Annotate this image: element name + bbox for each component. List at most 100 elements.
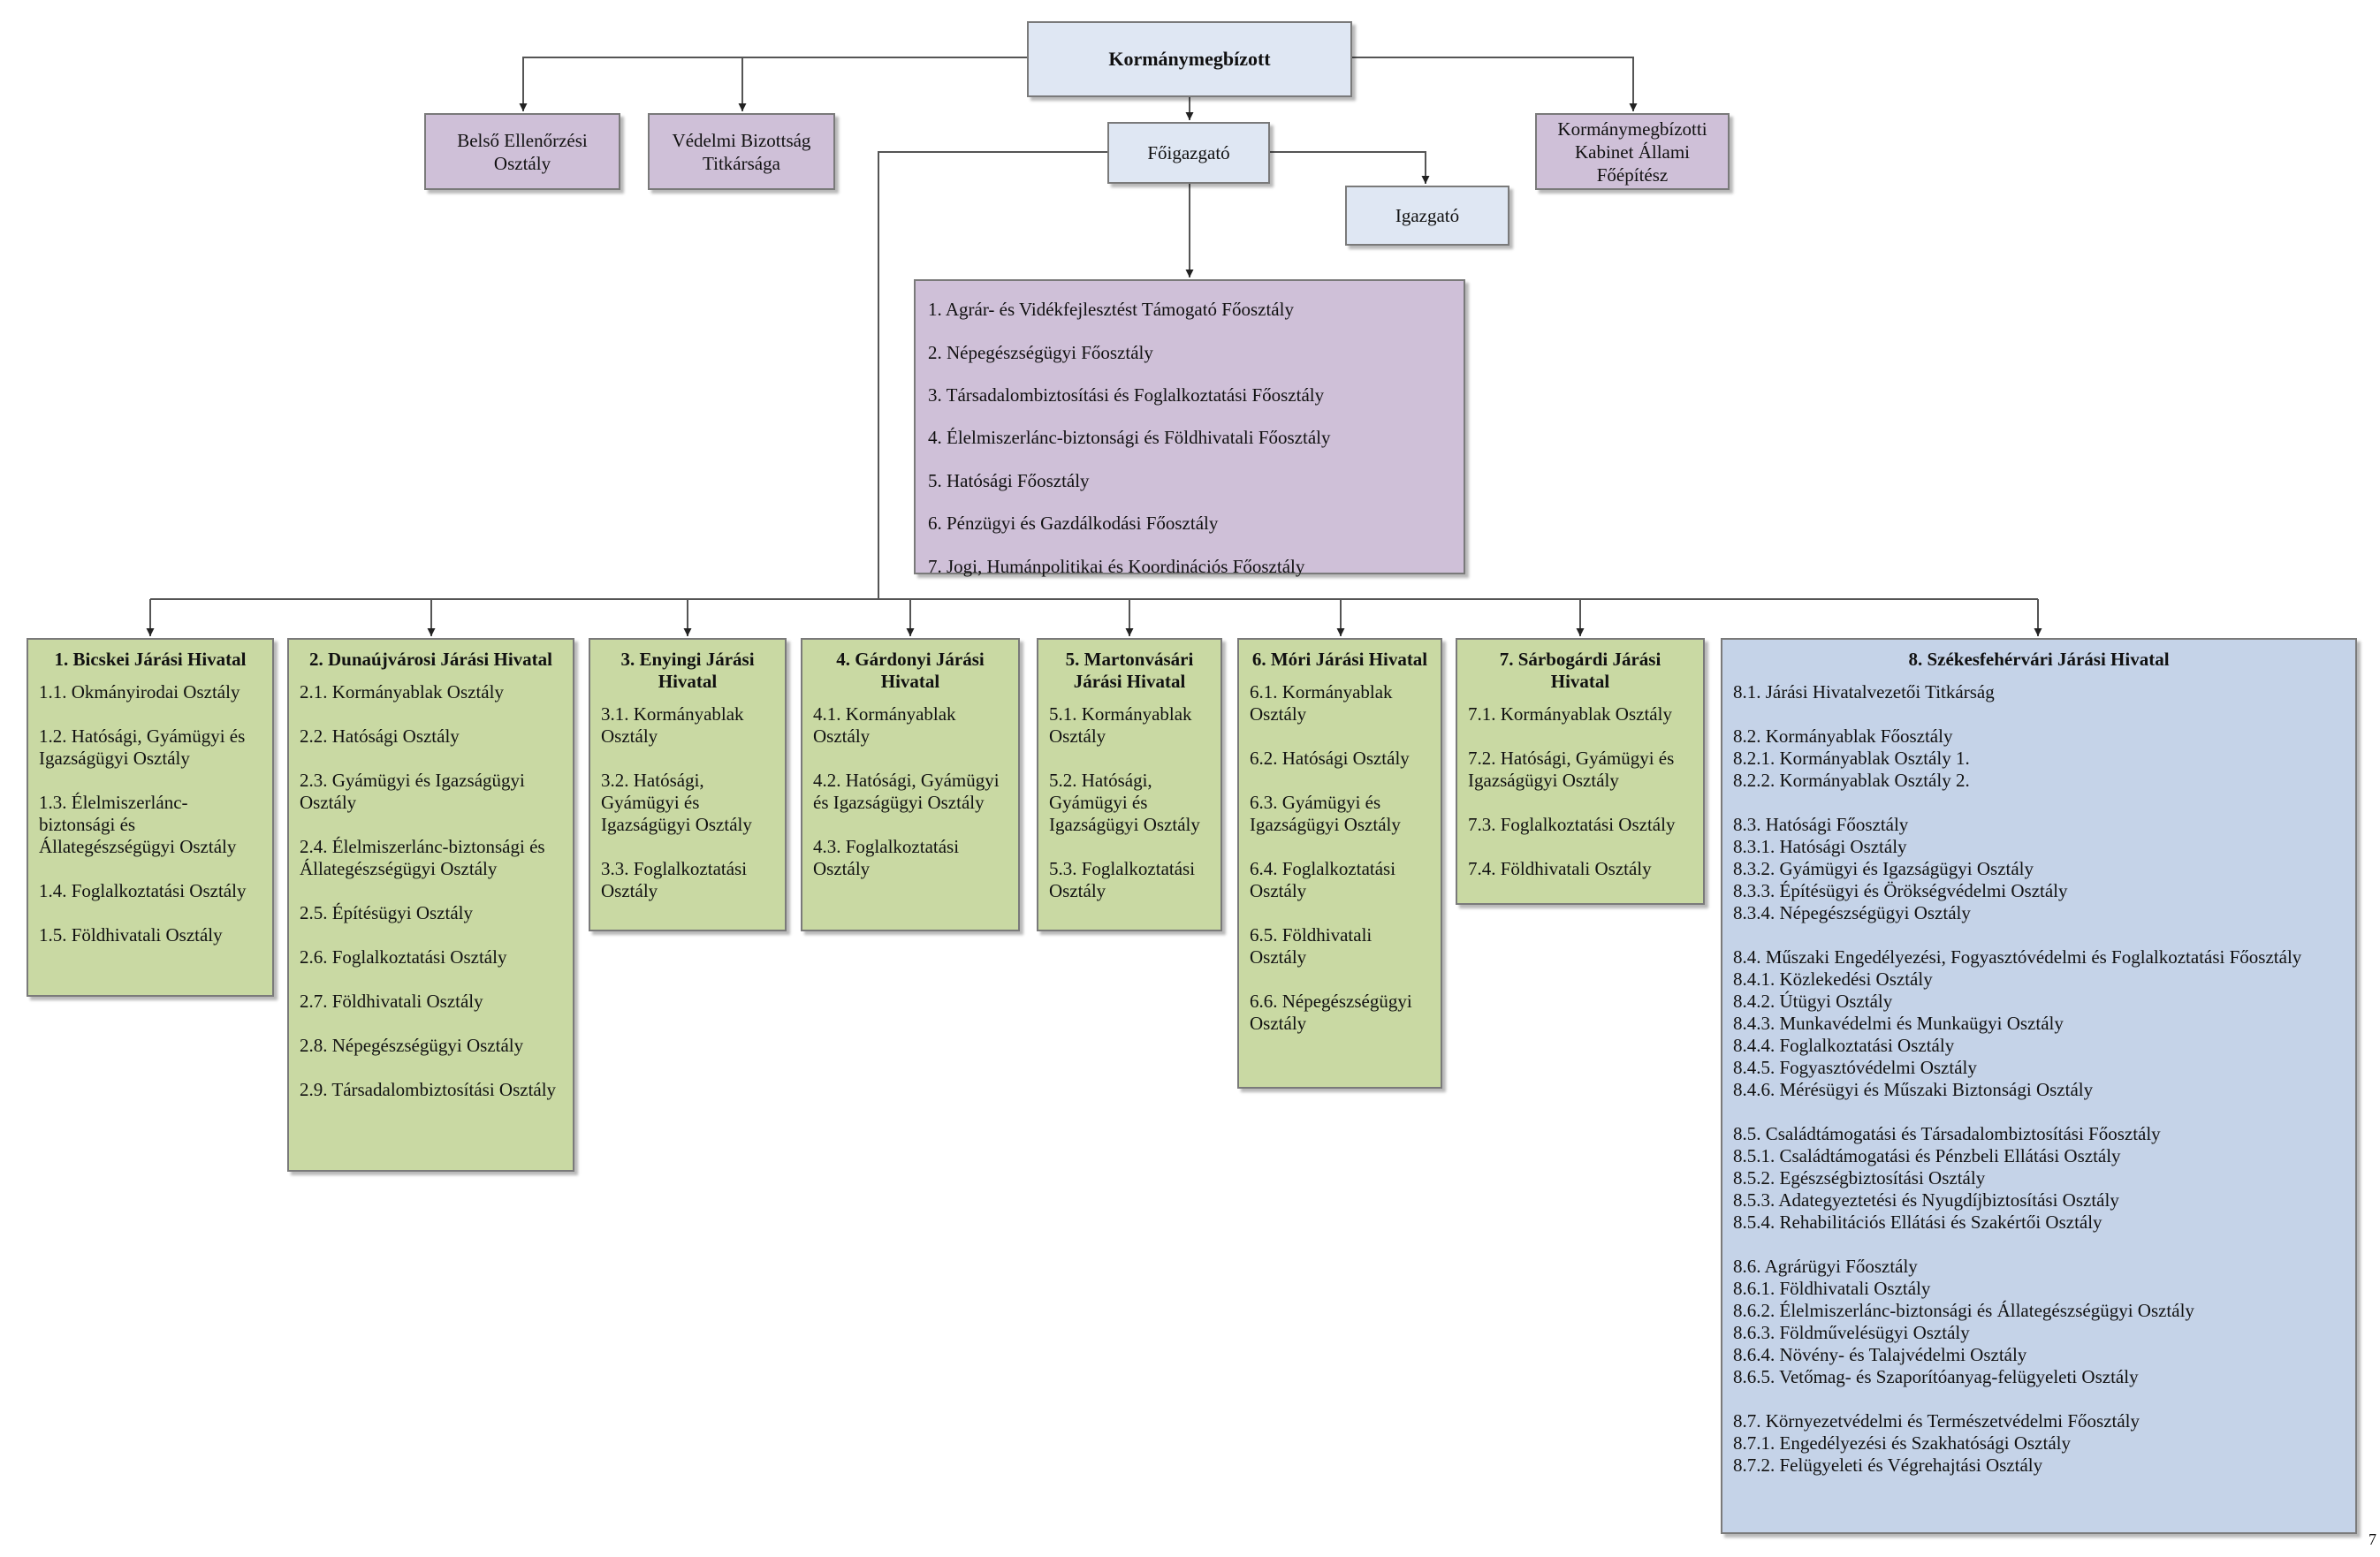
kormanymegbizott-label: Kormánymegbízott xyxy=(1108,48,1271,70)
office-unit: 4.2. Hatósági, Gyámügyi és Igazságügyi O… xyxy=(813,770,1000,813)
office-unit: 7.2. Hatósági, Gyámügyi és Igazságügyi O… xyxy=(1468,748,1675,791)
office-unit: 8.6. Agrárügyi Főosztály xyxy=(1733,1256,1918,1277)
foigazgato-box: Főigazgató xyxy=(1107,122,1270,184)
district-office-title: 6. Móri Járási Hivatal xyxy=(1251,649,1428,670)
belso-ellenorzesi-label: Belső Ellenőrzési Osztály xyxy=(457,129,588,174)
office-unit-group: 8.5. Családtámogatási és Társadalombizto… xyxy=(1733,1123,2345,1234)
office-unit: 8.6.4. Növény- és Talajvédelmi Osztály xyxy=(1733,1344,2027,1365)
office-unit: 1.5. Földhivatali Osztály xyxy=(39,924,223,946)
office-unit-group: 8.1. Járási Hivatalvezetői Titkárság xyxy=(1733,681,2345,703)
office-unit: 8.6.1. Földhivatali Osztály xyxy=(1733,1278,1931,1299)
page-number: 7 xyxy=(2369,1530,2376,1548)
office-unit: 8.2.2. Kormányablak Osztály 2. xyxy=(1733,770,1970,791)
office-unit: 5.2. Hatósági, Gyámügyi és Igazságügyi O… xyxy=(1049,770,1200,835)
office-unit: 8.5. Családtámogatási és Társadalombizto… xyxy=(1733,1123,2161,1144)
office-unit: 8.5.4. Rehabilitációs Ellátási és Szakér… xyxy=(1733,1211,2102,1233)
kabinet-box: Kormánymegbízotti Kabinet Állami Főépíté… xyxy=(1535,113,1730,190)
office-unit-group: 8.7. Környezetvédelmi és Természetvédelm… xyxy=(1733,1410,2345,1477)
office-unit: 8.4.5. Fogyasztóvédelmi Osztály xyxy=(1733,1057,1977,1078)
office-unit: 8.4.1. Közlekedési Osztály xyxy=(1733,968,1933,990)
office-unit: 8.7.2. Felügyeleti és Végrehajtási Osztá… xyxy=(1733,1454,2043,1476)
office-unit: 8.3. Hatósági Főosztály xyxy=(1733,814,1909,835)
kormanymegbizott-box: Kormánymegbízott xyxy=(1027,21,1352,97)
office-unit: 6.1. Kormányablak Osztály xyxy=(1250,681,1393,725)
office-unit: 8.5.3. Adategyeztetési és Nyugdíjbiztosí… xyxy=(1733,1189,2119,1211)
district-office-4: 4. Gárdonyi Járási Hivatal 4.1. Kormánya… xyxy=(801,638,1020,931)
district-office-title: 7. Sárbogárdi Járási Hivatal xyxy=(1499,649,1661,692)
district-office-5: 5. Martonvásári Járási Hivatal 5.1. Korm… xyxy=(1037,638,1222,931)
main-department-item: 1. Agrár- és Vidékfejlesztést Támogató F… xyxy=(928,299,1294,321)
district-office-title: 5. Martonvásári Járási Hivatal xyxy=(1065,649,1194,692)
office-unit: 1.4. Foglalkoztatási Osztály xyxy=(39,880,247,901)
office-unit: 1.1. Okmányirodai Osztály xyxy=(39,681,240,703)
line-to-kabinet xyxy=(1352,57,1638,111)
line-to-belso xyxy=(519,57,1027,111)
igazgato-label: Igazgató xyxy=(1395,205,1460,226)
main-departments-box: 1. Agrár- és Vidékfejlesztést Támogató F… xyxy=(914,279,1465,577)
office-unit: 6.3. Gyámügyi és Igazságügyi Osztály xyxy=(1250,792,1401,835)
office-unit: 8.4.3. Munkavédelmi és Munkaügyi Osztály xyxy=(1733,1013,2064,1034)
district-office-title: 4. Gárdonyi Járási Hivatal xyxy=(836,649,985,692)
office-unit: 8.1. Járási Hivatalvezetői Titkárság xyxy=(1733,681,1995,703)
office-unit: 8.2. Kormányablak Főosztály xyxy=(1733,725,1953,747)
office-unit: 1.3. Élelmiszerlánc-biztonsági és Állate… xyxy=(39,792,237,857)
office-unit: 2.5. Építésügyi Osztály xyxy=(300,902,473,923)
office-unit: 2.6. Foglalkoztatási Osztály xyxy=(300,946,507,968)
office-unit: 7.1. Kormányablak Osztály xyxy=(1468,703,1672,725)
office-unit: 2.2. Hatósági Osztály xyxy=(300,725,460,747)
office-unit: 8.7.1. Engedélyezési és Szakhatósági Osz… xyxy=(1733,1432,2071,1454)
office-unit: 2.3. Gyámügyi és Igazságügyi Osztály xyxy=(300,770,525,813)
office-unit: 2.1. Kormányablak Osztály xyxy=(300,681,504,703)
office-unit: 3.1. Kormányablak Osztály xyxy=(601,703,744,747)
office-unit: 4.3. Foglalkoztatási Osztály xyxy=(813,836,960,879)
main-department-item: 6. Pénzügyi és Gazdálkodási Főosztály xyxy=(928,513,1219,535)
vedelmi-bizottsag-box: Védelmi Bizottság Titkársága xyxy=(648,113,835,190)
office-unit: 8.2.1. Kormányablak Osztály 1. xyxy=(1733,748,1970,769)
district-office-title: 2. Dunaújvárosi Járási Hivatal xyxy=(309,649,552,670)
office-unit-group: 8.3. Hatósági Főosztály 8.3.1. Hatósági … xyxy=(1733,814,2345,924)
office-unit: 8.3.2. Gyámügyi és Igazságügyi Osztály xyxy=(1733,858,2034,879)
district-office-1: 1. Bicskei Járási Hivatal 1.1. Okmányiro… xyxy=(27,638,274,997)
office-unit: 6.4. Foglalkoztatási Osztály xyxy=(1250,858,1396,901)
office-unit: 8.4.6. Mérésügyi és Műszaki Biztonsági O… xyxy=(1733,1079,2094,1100)
line-to-igazgato xyxy=(1270,151,1430,184)
igazgato-box: Igazgató xyxy=(1345,186,1509,246)
district-office-title: 3. Enyingi Járási Hivatal xyxy=(620,649,755,692)
foigazgato-label: Főigazgató xyxy=(1147,142,1230,163)
district-office-2: 2. Dunaújvárosi Járási Hivatal 2.1. Korm… xyxy=(287,638,574,1172)
main-department-item: 2. Népegészségügyi Főosztály xyxy=(928,341,1153,363)
office-unit: 8.3.1. Hatósági Osztály xyxy=(1733,836,1907,857)
kabinet-label: Kormánymegbízotti Kabinet Állami Főépíté… xyxy=(1557,118,1707,186)
office-unit: 3.2. Hatósági, Gyámügyi és Igazságügyi O… xyxy=(601,770,752,835)
district-office-8: 8. Székesfehérvári Járási Hivatal 8.1. J… xyxy=(1721,638,2357,1534)
office-unit-group: 8.4. Műszaki Engedélyezési, Fogyasztóvéd… xyxy=(1733,946,2345,1101)
office-unit: 8.4.4. Foglalkoztatási Osztály xyxy=(1733,1035,1955,1056)
office-unit: 8.7. Környezetvédelmi és Természetvédelm… xyxy=(1733,1410,2140,1432)
office-unit: 8.5.1. Családtámogatási és Pénzbeli Ellá… xyxy=(1733,1145,2121,1166)
office-unit: 4.1. Kormányablak Osztály xyxy=(813,703,956,747)
main-department-item: 3. Társadalombiztosítási és Foglalkoztat… xyxy=(928,384,1325,406)
district-office-7: 7. Sárbogárdi Járási Hivatal 7.1. Kormán… xyxy=(1456,638,1705,905)
district-office-6: 6. Móri Járási Hivatal 6.1. Kormányablak… xyxy=(1237,638,1442,1089)
office-unit: 8.3.4. Népegészségügyi Osztály xyxy=(1733,902,1971,923)
district-office-title: 1. Bicskei Járási Hivatal xyxy=(54,649,247,670)
office-unit: 2.8. Népegészségügyi Osztály xyxy=(300,1035,524,1056)
office-unit: 8.3.3. Építésügyi és Örökségvédelmi Oszt… xyxy=(1733,880,2068,901)
office-unit: 8.6.5. Vetőmag- és Szaporítóanyag-felügy… xyxy=(1733,1366,2139,1387)
office-unit: 6.2. Hatósági Osztály xyxy=(1250,748,1410,769)
office-unit: 3.3. Foglalkoztatási Osztály xyxy=(601,858,748,901)
office-unit-group: 8.6. Agrárügyi Főosztály 8.6.1. Földhiva… xyxy=(1733,1256,2345,1388)
office-unit: 8.4. Műszaki Engedélyezési, Fogyasztóvéd… xyxy=(1733,946,2302,968)
vedelmi-bizottsag-label: Védelmi Bizottság Titkársága xyxy=(672,129,811,174)
main-department-item: 5. Hatósági Főosztály xyxy=(928,469,1090,491)
district-office-title: 8. Székesfehérvári Járási Hivatal xyxy=(1908,649,2170,670)
office-unit: 2.4. Élelmiszerlánc-biztonsági és Állate… xyxy=(300,836,545,879)
office-unit: 5.3. Foglalkoztatási Osztály xyxy=(1049,858,1196,901)
belso-ellenorzesi-box: Belső Ellenőrzési Osztály xyxy=(424,113,620,190)
office-unit: 1.2. Hatósági, Gyámügyi és Igazságügyi O… xyxy=(39,725,246,769)
office-unit: 6.6. Népegészségügyi Osztály xyxy=(1250,991,1412,1034)
main-department-item: 7. Jogi, Humánpolitikai és Koordinációs … xyxy=(928,555,1305,577)
office-unit-group: 8.2. Kormányablak Főosztály 8.2.1. Kormá… xyxy=(1733,725,2345,792)
office-unit: 2.9. Társadalombiztosítási Osztály xyxy=(300,1079,557,1100)
